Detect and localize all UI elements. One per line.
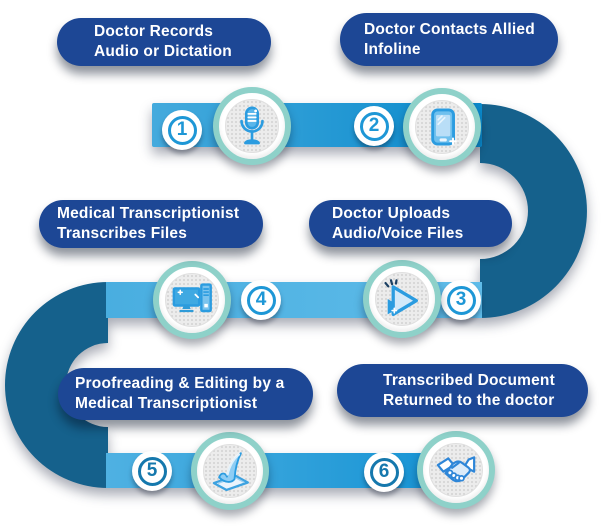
- step2-node: [403, 88, 481, 166]
- step4-node: [153, 261, 231, 339]
- step2-label-line2: Infoline: [364, 40, 421, 58]
- step6-number: 6: [369, 457, 399, 487]
- step6-node: [417, 431, 495, 509]
- checkmark-icon: [212, 452, 249, 492]
- step5-number: 5: [137, 456, 167, 486]
- microphone-icon: [240, 106, 264, 145]
- step2-number: 2: [359, 111, 389, 141]
- step1-node: [213, 87, 291, 165]
- step2-label-pill: Doctor Contacts Allied Infoline: [340, 13, 558, 66]
- step5-node: [191, 432, 269, 510]
- step1-number-badge: 1: [162, 110, 202, 150]
- handshake-icon: [436, 456, 476, 483]
- step2-number-badge: 2: [354, 106, 394, 146]
- step6-label-line2: Returned to the doctor: [383, 391, 555, 409]
- smartphone-icon: [431, 108, 457, 146]
- step5-number-badge: 5: [132, 451, 172, 491]
- step6-label-pill: Transcribed Document Returned to the doc…: [337, 364, 588, 417]
- step3-label-line1: Doctor Uploads: [332, 204, 451, 222]
- curve-right: [480, 104, 587, 318]
- step3-node: [363, 260, 441, 338]
- desktop-computer-icon: [172, 283, 212, 313]
- step3-number: 3: [446, 285, 476, 315]
- step2-label-line1: Doctor Contacts Allied: [364, 20, 535, 38]
- step4-number-badge: 4: [241, 280, 281, 320]
- step4-number: 4: [246, 285, 276, 315]
- curve-left: [5, 282, 108, 488]
- play-button-icon: [384, 279, 418, 317]
- step5-label-line1: Proofreading & Editing by a: [75, 375, 285, 392]
- step6-number-badge: 6: [364, 452, 404, 492]
- step6-label-line1: Transcribed Document: [383, 371, 555, 389]
- step1-label-line2: Audio or Dictation: [94, 43, 232, 60]
- step1-label-line1: Doctor Records: [94, 23, 214, 40]
- step1-number: 1: [167, 115, 197, 145]
- step3-label-line2: Audio/Voice Files: [332, 224, 464, 242]
- step5-label-line2: Medical Transcriptionist: [75, 395, 258, 412]
- step4-label-line2: Transcribes Files: [57, 225, 188, 242]
- step5-label-pill: Proofreading & Editing by a Medical Tran…: [58, 368, 313, 420]
- step4-label-line1: Medical Transcriptionist: [57, 205, 240, 222]
- step4-label-pill: Medical Transcriptionist Transcribes Fil…: [39, 200, 263, 248]
- step3-number-badge: 3: [441, 280, 481, 320]
- step3-label-pill: Doctor Uploads Audio/Voice Files: [309, 200, 512, 247]
- step1-label-pill: Doctor Records Audio or Dictation: [57, 18, 271, 66]
